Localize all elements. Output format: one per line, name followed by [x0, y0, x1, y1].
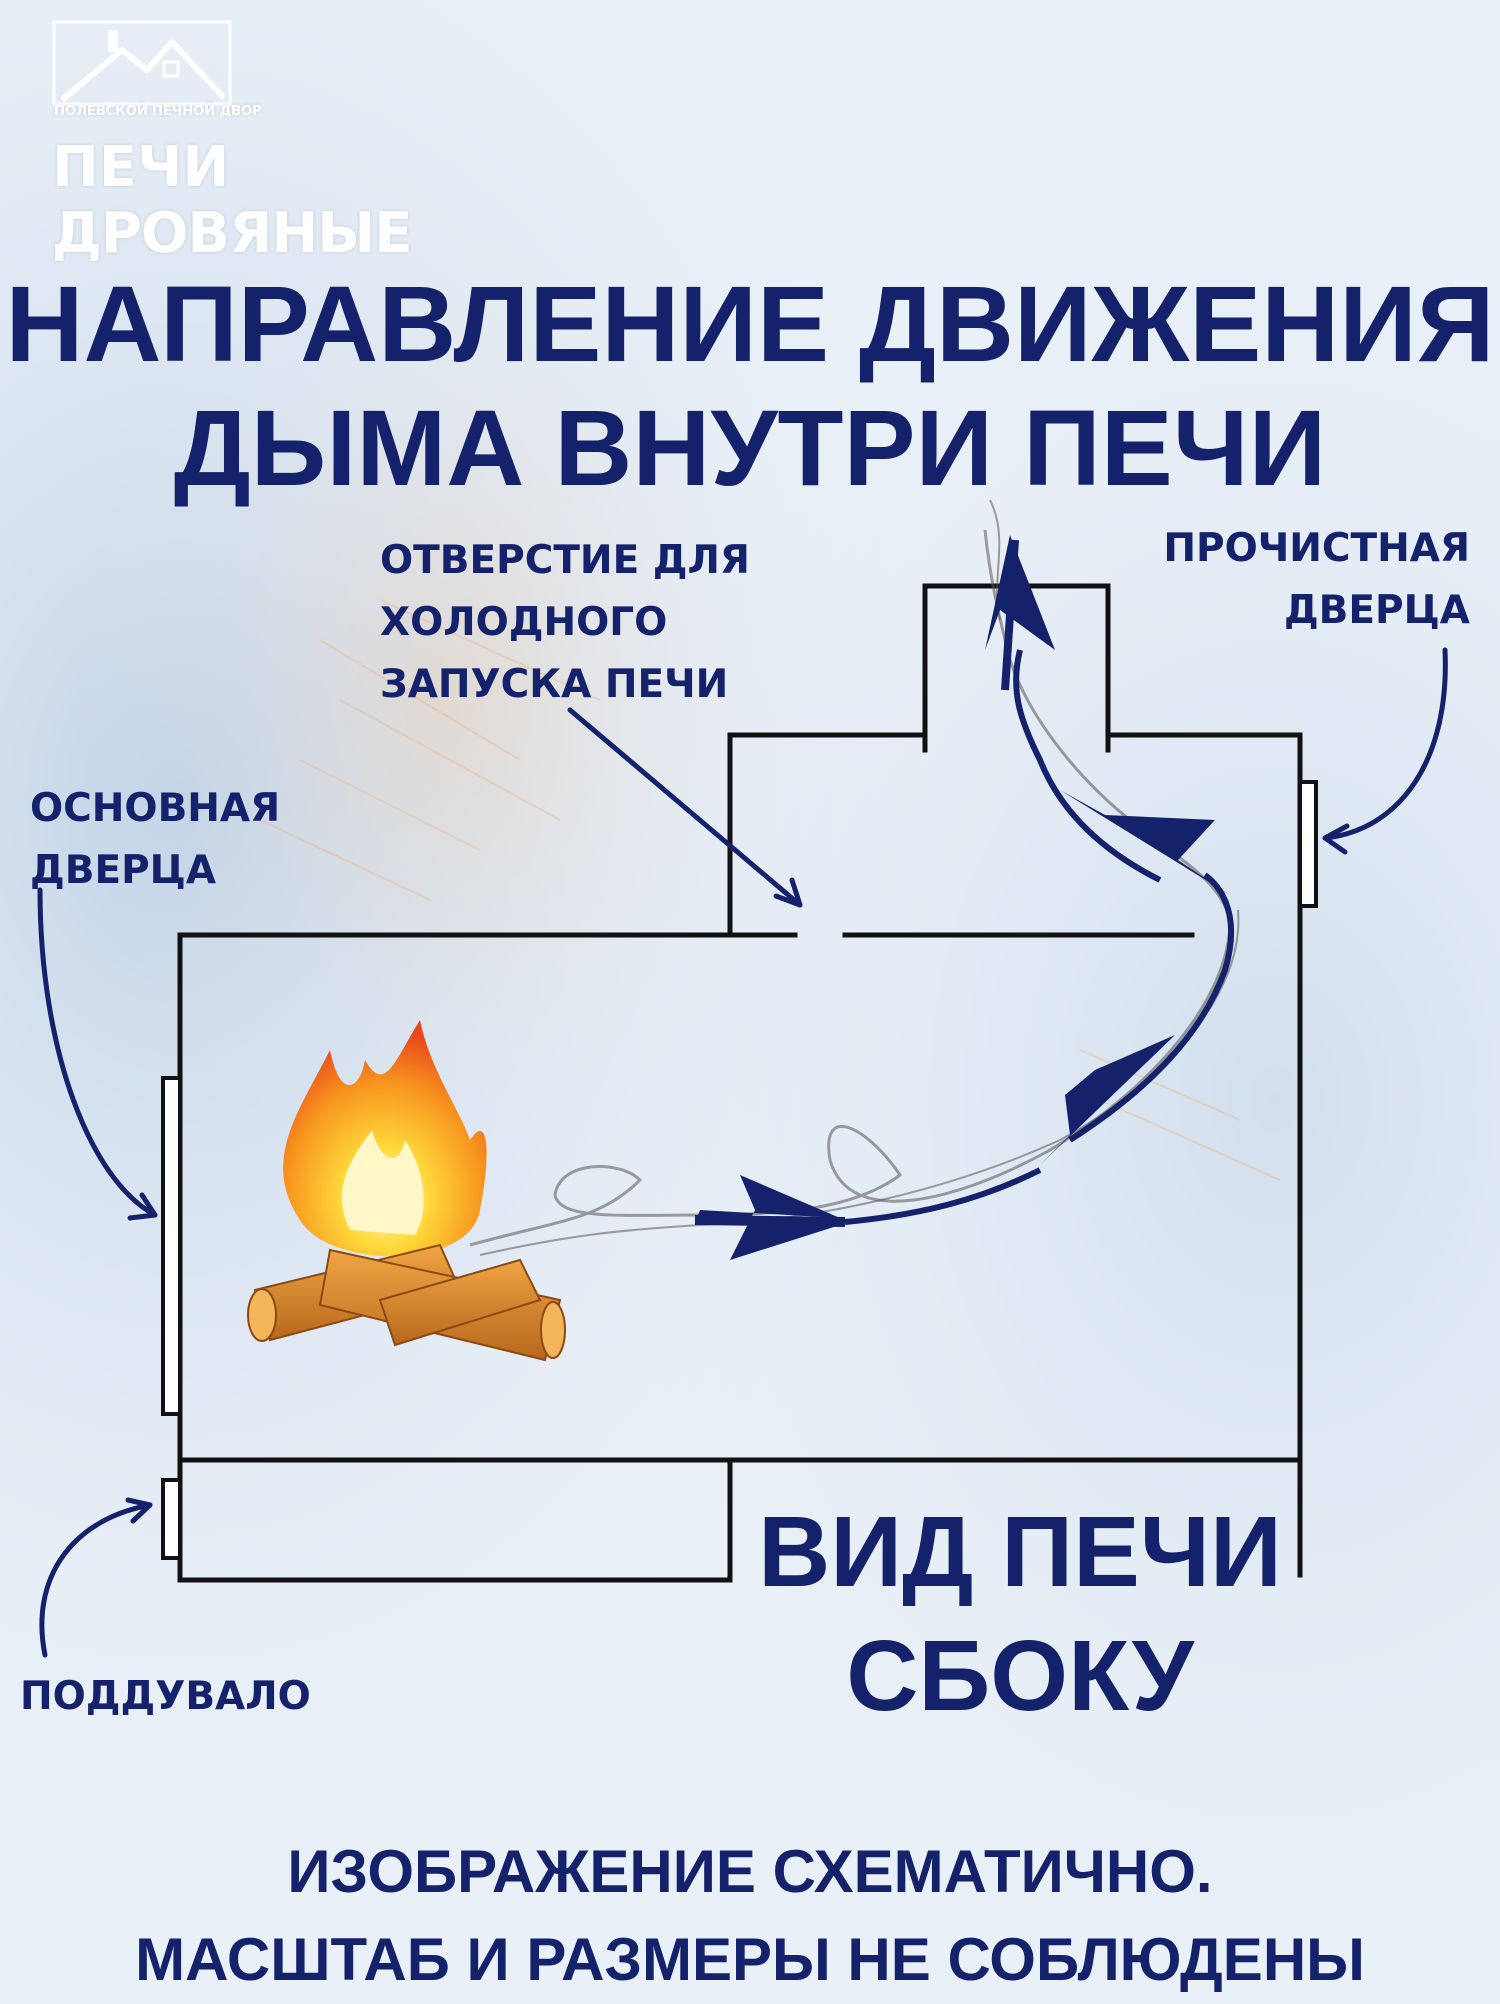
page-title: НАПРАВЛЕНИЕ ДВИЖЕНИЯ ДЫМА ВНУТРИ ПЕЧИ: [0, 262, 1500, 510]
view-caption-line-1: ВИД ПЕЧИ: [758, 1496, 1282, 1608]
disclaimer: ИЗОБРАЖЕНИЕ СХЕМАТИЧНО. МАСШТАБ И РАЗМЕР…: [0, 1828, 1500, 2004]
arrow-2: [1040, 1035, 1175, 1165]
title-line-2: ДЫМА ВНУТРИ ПЕЧИ: [173, 387, 1327, 508]
label-cleaning-door-line-2: ДВЕРЦА: [1283, 588, 1470, 633]
disclaimer-line-2: МАСШТАБ И РАЗМЕРЫ НЕ СОБЛЮДЕНЫ: [135, 1926, 1365, 1993]
label-cleaning-door: ПРОЧИСТНАЯ ДВЕРЦА: [1158, 518, 1470, 642]
pointer-cleaning-door: [1322, 647, 1448, 841]
title-line-1: НАПРАВЛЕНИЕ ДВИЖЕНИЯ: [5, 263, 1495, 384]
label-main-door-line-1: ОСНОВНАЯ: [30, 786, 281, 831]
pointer-ash-pit: [39, 1502, 153, 1658]
ash-pit-box: [177, 1457, 733, 1583]
ash-pit-door: [161, 1478, 182, 1560]
pointer-cold-start: [567, 707, 803, 908]
logo-company-name: ПОЛЕВСКОЙ ПЕЧНОЙ ДВОР: [54, 103, 262, 119]
label-cold-start-line-2: ХОЛОДНОГО: [380, 600, 668, 645]
logo-line-2: ДРОВЯНЫЕ: [52, 201, 412, 266]
cleaning-door: [1298, 780, 1318, 908]
house-logo-icon: [52, 20, 232, 106]
label-main-door-line-2: ДВЕРЦА: [30, 848, 217, 893]
main-door: [161, 1076, 182, 1416]
stove-outline: [177, 583, 1303, 1583]
arrow-3: [1060, 790, 1230, 895]
label-main-door: ОСНОВНАЯ ДВЕРЦА: [30, 778, 280, 902]
campfire-icon: [247, 1020, 566, 1362]
view-caption-line-2: СБОКУ: [846, 1620, 1194, 1732]
smoke-arrows: [694, 535, 1235, 1260]
upper-chamber: [727, 732, 928, 938]
view-caption: ВИД ПЕЧИ СБОКУ: [740, 1490, 1300, 1738]
label-ash-pit: ПОДДУВАЛО: [20, 1674, 311, 1719]
label-cleaning-door-line-1: ПРОЧИСТНАЯ: [1163, 526, 1470, 571]
label-pointers: [37, 647, 1448, 1658]
pointer-main-door: [37, 887, 158, 1218]
label-cold-start-hole: ОТВЕРСТИЕ ДЛЯ ХОЛОДНОГО ЗАПУСКА ПЕЧИ: [380, 530, 750, 716]
logo-line-1: ПЕЧИ: [52, 135, 230, 200]
label-cold-start-line-1: ОТВЕРСТИЕ ДЛЯ: [380, 538, 750, 583]
label-cold-start-line-3: ЗАПУСКА ПЕЧИ: [380, 662, 729, 707]
disclaimer-line-1: ИЗОБРАЖЕНИЕ СХЕМАТИЧНО.: [287, 1838, 1213, 1905]
arrow-4: [985, 535, 1055, 650]
